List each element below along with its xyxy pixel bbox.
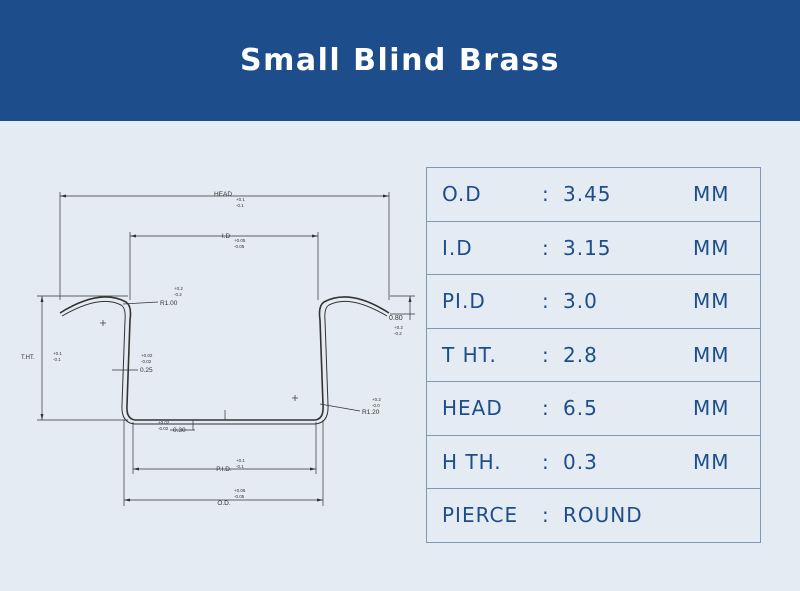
spec-value: 3.15: [563, 235, 612, 260]
spec-label: PI.D: [442, 289, 486, 314]
spec-value: 0.3: [563, 449, 598, 474]
spec-unit: MM: [693, 342, 730, 367]
spec-value: 3.0: [563, 289, 598, 314]
title-banner: Small Blind Brass: [0, 0, 800, 121]
tht-tol-minus: -0.1: [53, 357, 61, 362]
spec-row-tht: T HT. : 2.8 MM: [427, 329, 760, 382]
lip-tol-plus: +0.2: [394, 325, 403, 330]
lip-label: 0.80: [389, 315, 403, 322]
r-top-tol-minus: -0.2: [174, 292, 182, 297]
id-tol-minus: -0.05: [234, 244, 245, 249]
lip-tol-minus: -0.2: [394, 331, 402, 336]
r-top-label: R1.00: [160, 300, 178, 307]
spec-label: T HT.: [442, 342, 497, 367]
od-tol-plus: +0.05: [234, 488, 246, 493]
wall-tol-minus: -0.02: [141, 359, 152, 364]
od-tol-minus: -0.05: [234, 494, 245, 499]
r-bottom-tol-plus: +0.2: [372, 397, 381, 402]
spec-row-od: O.D : 3.45 MM: [427, 168, 760, 222]
id-label: I.D: [222, 233, 231, 240]
head-label: HEAD: [214, 191, 232, 198]
technical-drawing: HEAD +0.1 -0.1 I.D +0.05 -0.05 +0.2 -0.2…: [0, 121, 420, 591]
tht-tol-plus: +0.1: [53, 351, 62, 356]
spec-value: ROUND: [563, 503, 643, 528]
spec-colon: :: [542, 235, 550, 260]
spec-colon: :: [542, 342, 550, 367]
wall-tol-plus: +0.02: [141, 353, 153, 358]
spec-unit: MM: [693, 396, 730, 421]
r-bottom-label: R1.20: [362, 409, 380, 416]
od-label: O.D.: [217, 500, 231, 507]
spec-value: 2.8: [563, 342, 598, 367]
pid-tol-minus: -0.1: [236, 464, 244, 469]
spec-colon: :: [542, 503, 550, 528]
head-tol-plus: +0.1: [236, 197, 245, 202]
base-label: 0.30: [173, 427, 186, 434]
spec-colon: :: [542, 396, 550, 421]
spec-value: 3.45: [563, 182, 612, 207]
rivet-profile-outer: [59, 296, 390, 421]
spec-label: O.D: [442, 182, 482, 207]
spec-colon: :: [542, 182, 550, 207]
spec-value: 6.5: [563, 396, 598, 421]
spec-row-hth: H TH. : 0.3 MM: [427, 436, 760, 489]
drawing-svg: HEAD +0.1 -0.1 I.D +0.05 -0.05 +0.2 -0.2…: [21, 191, 415, 507]
base-tol-minus: -0.02: [158, 426, 169, 431]
arrowheads: [40, 194, 412, 502]
spec-unit: MM: [693, 182, 730, 207]
spec-row-pierce: PIERCE : ROUND: [427, 489, 760, 543]
spec-label: H TH.: [442, 449, 502, 474]
spec-colon: :: [542, 289, 550, 314]
wall-label: 0.25: [140, 367, 153, 374]
head-tol-minus: -0.1: [236, 203, 244, 208]
tht-label: T.HT.: [21, 355, 35, 361]
spec-unit: MM: [693, 289, 730, 314]
spec-row-pid: PI.D : 3.0 MM: [427, 275, 760, 329]
rivet-profile-inner: [61, 300, 388, 425]
spec-row-id: I.D : 3.15 MM: [427, 222, 760, 275]
r-top-tol-plus: +0.2: [174, 286, 183, 291]
spec-label: HEAD: [442, 396, 503, 421]
pid-tol-plus: +0.1: [236, 458, 245, 463]
id-tol-plus: +0.05: [234, 238, 246, 243]
base-tol-plus: +0.02: [158, 420, 170, 425]
pid-label: P.I.D.: [216, 466, 232, 473]
spec-row-head: HEAD : 6.5 MM: [427, 382, 760, 436]
r-bottom-leader: [319, 403, 361, 412]
spec-label: PIERCE: [442, 503, 519, 528]
spec-label: I.D: [442, 235, 473, 260]
spec-table: O.D : 3.45 MM I.D : 3.15 MM PI.D : 3.0 M…: [426, 167, 761, 543]
spec-colon: :: [542, 449, 550, 474]
spec-unit: MM: [693, 449, 730, 474]
r-top-leader: [122, 301, 159, 305]
r-bottom-tol-minus: -0.0: [372, 403, 380, 408]
page-title: Small Blind Brass: [240, 43, 560, 78]
spec-unit: MM: [693, 235, 730, 260]
